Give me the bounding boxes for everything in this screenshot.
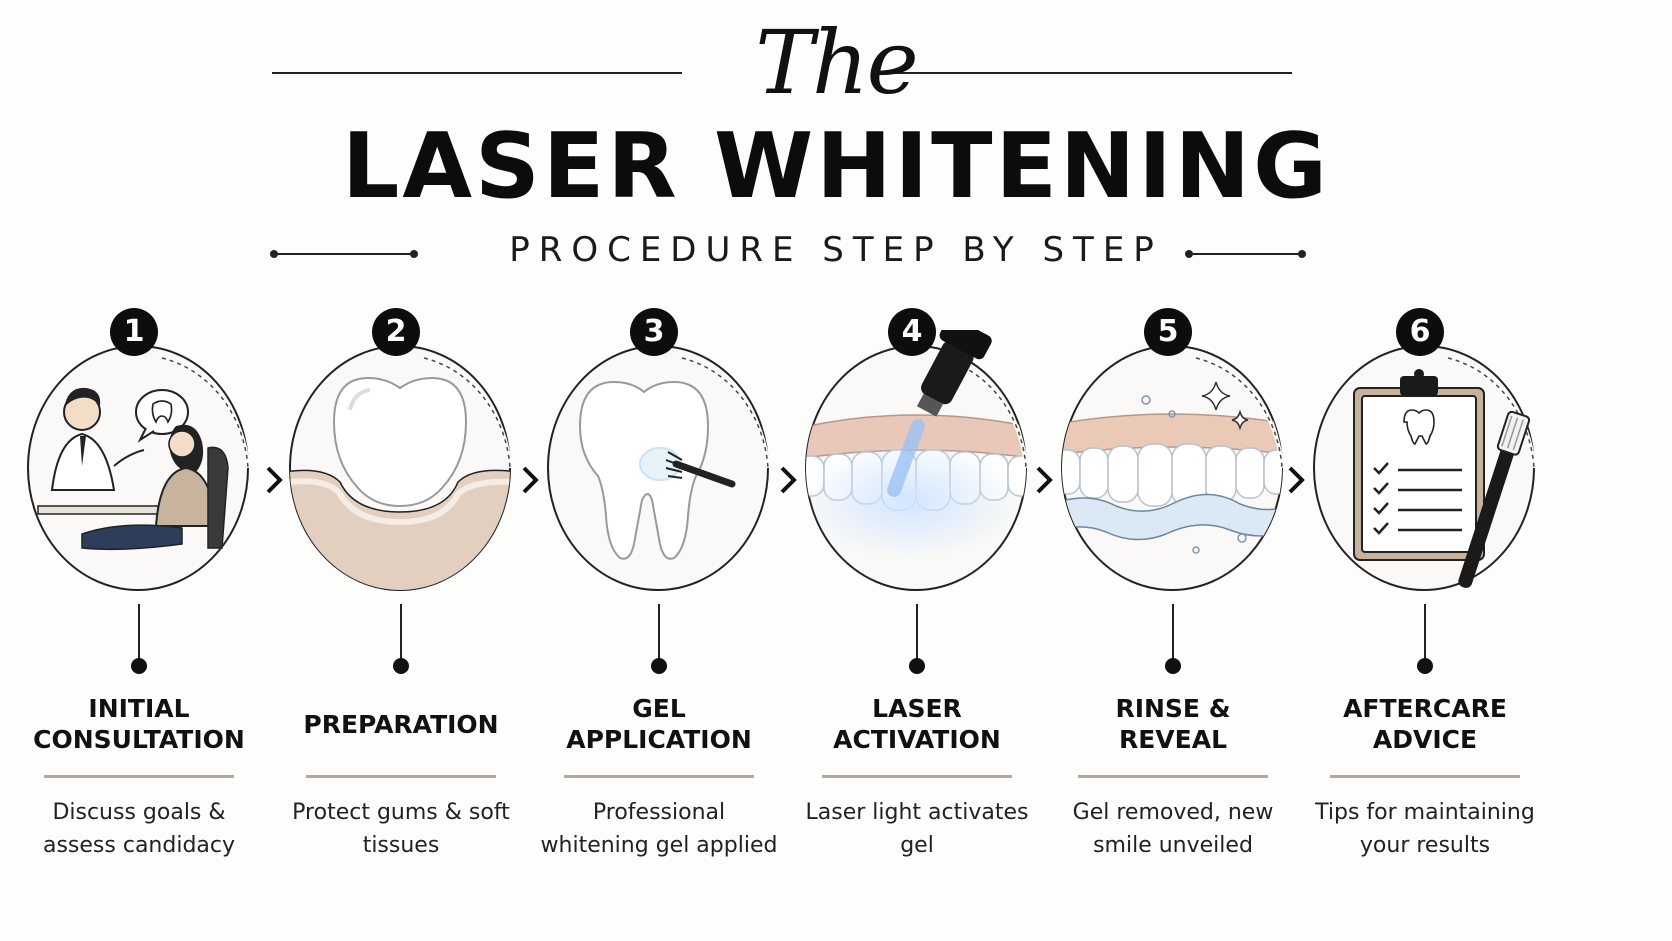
- step-number-badge: 1: [110, 308, 158, 356]
- step-connector-stem: [916, 604, 918, 662]
- step-number-badge: 3: [630, 308, 678, 356]
- step-connector-stem: [138, 604, 140, 662]
- step-connector-dot: [1165, 658, 1181, 674]
- chevron-right-icon: [1036, 466, 1053, 494]
- chevron-right-icon: [780, 466, 797, 494]
- step-title: RINSE &REVEAL: [1115, 694, 1231, 754]
- step-description: Laser light activates gel: [805, 800, 1029, 858]
- clipboard-toothbrush-icon: [1298, 330, 1552, 604]
- step-description: Protect gums & soft tissues: [292, 800, 510, 858]
- step-connector-dot: [651, 658, 667, 674]
- subtitle-dot-right-outer: [1298, 250, 1306, 258]
- steps-row: 1: [0, 300, 1672, 941]
- step-description: Professional whitening gel applied: [540, 800, 778, 858]
- step-description: Discuss goals & assess candidacy: [42, 800, 236, 858]
- laser-teeth-icon: [790, 330, 1044, 604]
- step-connector-stem: [1172, 604, 1174, 662]
- step-connector-dot: [393, 658, 409, 674]
- header: The LASER WHITENING PROCEDURE STEP BY ST…: [0, 0, 1672, 280]
- step-2: 2 PREPARATION Protect gums & soft tissue…: [264, 300, 538, 920]
- script-title: The: [755, 11, 918, 114]
- step-description: Tips for maintaining your results: [1315, 800, 1535, 858]
- step-number-badge: 5: [1144, 308, 1192, 356]
- step-number-badge: 6: [1396, 308, 1444, 356]
- subtitle-dot-left-inner: [410, 250, 418, 258]
- protected-tooth-icon: [274, 330, 528, 604]
- step-6: 6: [1288, 300, 1562, 920]
- step-number-badge: 4: [888, 308, 936, 356]
- step-connector-stem: [1424, 604, 1426, 662]
- step-title: PREPARATION: [303, 709, 499, 739]
- chevron-right-icon: [1288, 466, 1305, 494]
- step-connector-dot: [1417, 658, 1433, 674]
- step-connector-stem: [400, 604, 402, 662]
- step-connector-dot: [909, 658, 925, 674]
- chevron-right-icon: [522, 466, 539, 494]
- step-description: Gel removed, new smile unveiled: [1072, 800, 1274, 858]
- subtitle-line-right: [1191, 253, 1301, 255]
- header-rule-right: [882, 72, 1292, 74]
- subtitle-dot-right-inner: [1185, 250, 1193, 258]
- step-title-underline: [1078, 775, 1268, 778]
- header-rule-left: [272, 72, 682, 74]
- step-title-underline: [564, 775, 754, 778]
- subtitle-dot-left-outer: [270, 250, 278, 258]
- step-title-underline: [44, 775, 234, 778]
- tooth-gel-brush-icon: [532, 330, 786, 604]
- step-4: 4: [780, 300, 1054, 920]
- consultation-illustration-icon: [12, 330, 266, 604]
- step-title-underline: [1330, 775, 1520, 778]
- subtitle-line-left: [276, 253, 412, 255]
- step-connector-dot: [131, 658, 147, 674]
- step-title-underline: [822, 775, 1012, 778]
- step-5: 5: [1036, 300, 1310, 920]
- step-number-badge: 2: [372, 308, 420, 356]
- page-subtitle: PROCEDURE STEP BY STEP: [509, 230, 1163, 270]
- step-1: 1: [2, 300, 276, 920]
- step-connector-stem: [658, 604, 660, 662]
- page-title: LASER WHITENING: [342, 114, 1330, 219]
- chevron-right-icon: [266, 466, 283, 494]
- rinse-teeth-icon: [1046, 330, 1300, 604]
- step-title-underline: [306, 775, 496, 778]
